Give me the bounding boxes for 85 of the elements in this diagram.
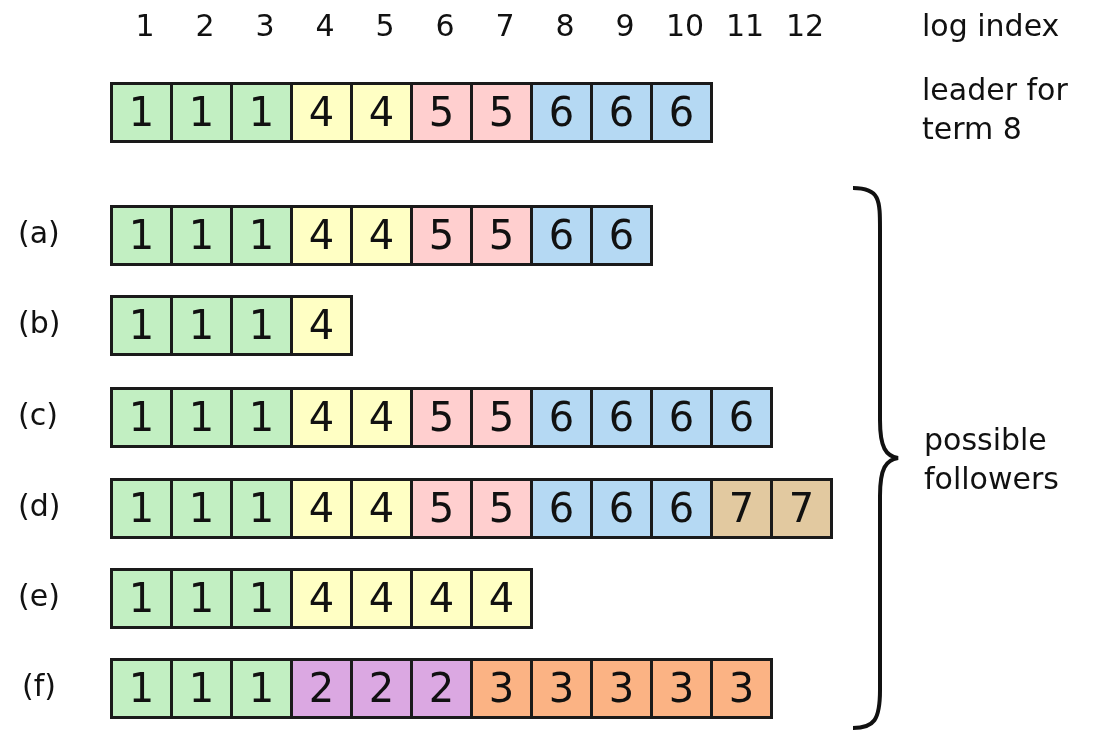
log-entry-cell: 6 [590,478,653,539]
log-entry-cell: 6 [530,387,593,448]
log-entry-cell: 1 [230,658,293,719]
log-entry-cell: 1 [170,658,233,719]
log-entry-cell: 1 [110,568,173,629]
log-entry-cell: 2 [290,658,353,719]
log-entry-cell: 4 [350,568,413,629]
log-entry-cell: 6 [530,478,593,539]
log-entry-cell: 4 [290,82,353,143]
row-label: (b) [18,305,61,340]
log-entry-cell: 6 [650,387,713,448]
log-entry-cell: 1 [230,82,293,143]
log-entry-cell: 1 [230,478,293,539]
log-entry-cell: 2 [350,658,413,719]
log-entry-cell: 6 [590,205,653,266]
log-entry-cell: 1 [110,387,173,448]
row-label: (e) [18,578,60,613]
log-entry-cell: 4 [350,82,413,143]
log-entry-cell: 6 [530,205,593,266]
index-number: 1 [134,8,156,43]
log-entry-cell: 5 [410,478,473,539]
index-number: 5 [374,8,396,43]
log-entry-cell: 4 [290,205,353,266]
brace-caption: possible followers [924,421,1060,498]
log-entry-cell: 4 [350,387,413,448]
index-number: 3 [254,8,276,43]
log-entry-cell: 2 [410,658,473,719]
row-label: (f) [22,668,56,703]
log-entry-cell: 4 [290,478,353,539]
log-entry-cell: 3 [650,658,713,719]
log-entry-cell: 6 [650,82,713,143]
log-entry-cell: 1 [110,478,173,539]
log-entry-cell: 4 [290,387,353,448]
log-entry-cell: 3 [590,658,653,719]
row-label: (c) [18,397,58,432]
index-number: 6 [434,8,456,43]
log-entry-cell: 1 [170,568,233,629]
log-entry-cell: 4 [350,205,413,266]
log-entry-cell: 7 [770,478,833,539]
log-entry-cell: 5 [470,205,533,266]
log-entry-cell: 3 [530,658,593,719]
log-entry-cell: 1 [170,295,233,356]
axis-title: log index [922,8,1060,43]
log-entry-cell: 5 [470,82,533,143]
log-entry-cell: 1 [170,387,233,448]
log-entry-cell: 3 [710,658,773,719]
log-entry-cell: 1 [110,205,173,266]
log-entry-cell: 5 [410,387,473,448]
log-entry-cell: 6 [590,387,653,448]
index-number: 9 [614,8,636,43]
log-entry-cell: 7 [710,478,773,539]
index-number: 7 [494,8,516,43]
row-label: (d) [18,488,61,523]
log-entry-cell: 4 [410,568,473,629]
log-entry-cell: 1 [230,387,293,448]
log-entry-cell: 1 [170,82,233,143]
log-entry-cell: 4 [290,295,353,356]
index-number: 10 [664,8,706,43]
row-label: (a) [18,215,60,250]
log-entry-cell: 3 [470,658,533,719]
index-number: 12 [784,8,826,43]
index-number: 2 [194,8,216,43]
log-entry-cell: 5 [470,478,533,539]
log-entry-cell: 1 [230,568,293,629]
log-entry-cell: 6 [650,478,713,539]
log-entry-cell: 1 [110,658,173,719]
log-entry-cell: 6 [710,387,773,448]
row-caption: leader for term 8 [922,71,1069,148]
log-entry-cell: 1 [110,295,173,356]
log-entry-cell: 5 [470,387,533,448]
index-number: 8 [554,8,576,43]
log-entry-cell: 1 [230,295,293,356]
log-entry-cell: 1 [170,205,233,266]
log-entry-cell: 5 [410,205,473,266]
log-entry-cell: 4 [470,568,533,629]
log-entry-cell: 1 [230,205,293,266]
log-entry-cell: 1 [110,82,173,143]
log-entry-cell: 4 [350,478,413,539]
index-number: 4 [314,8,336,43]
log-entry-cell: 4 [290,568,353,629]
log-entry-cell: 6 [530,82,593,143]
log-entry-cell: 6 [590,82,653,143]
log-entry-cell: 1 [170,478,233,539]
index-number: 11 [724,8,766,43]
log-entry-cell: 5 [410,82,473,143]
